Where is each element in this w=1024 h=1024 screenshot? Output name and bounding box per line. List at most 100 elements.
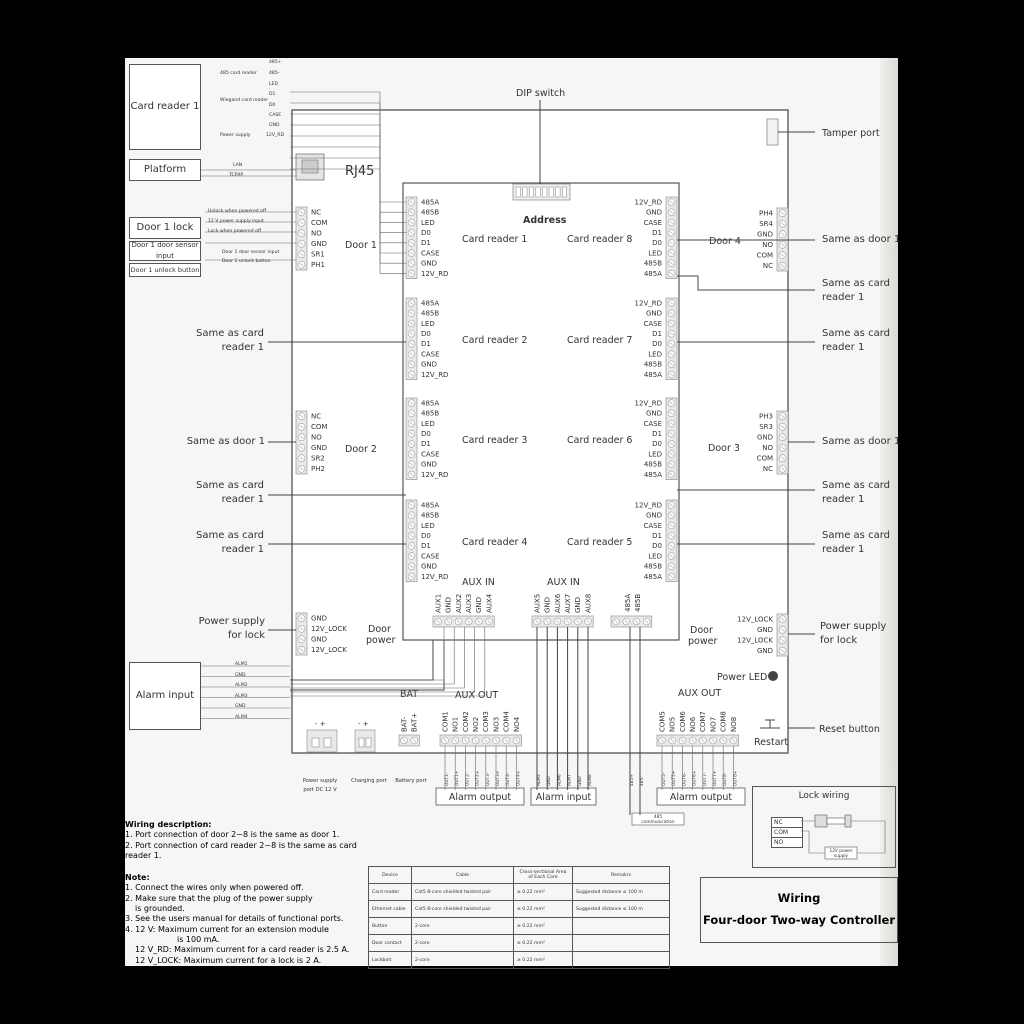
battery-caption: Battery port [395,778,426,784]
wire-label: LED [269,82,278,87]
wires [200,91,815,815]
door-power-left-block[interactable] [295,612,308,656]
note-item: 1. Connect the wires only when powered o… [125,883,304,893]
dip-switch-key[interactable] [555,186,561,198]
rs485-terminal-block[interactable] [610,615,653,628]
same-as-door-label: Same as door 1 [822,234,901,245]
table-cell: ≥ 0.22 mm² [513,900,573,918]
reader-terminal-left-1-block[interactable] [405,196,418,279]
aux-in1-terminal-block[interactable] [432,615,495,628]
aux-out2-terminal-block[interactable] [656,734,739,747]
note-item: 3. See the users manual for details of f… [125,914,344,924]
pin-label: LED [421,420,435,428]
dip-switch-key[interactable] [542,186,548,198]
wire-label: CASE [269,113,282,118]
door1-label: Door 1 [345,240,377,251]
battery-terminal: BAT-BAT+ [398,713,420,747]
wire-label: 485+ [269,60,282,65]
table-header: Remakrs [572,866,670,884]
svg-text:- +: - + [315,720,326,728]
wire-label: GND [269,123,280,128]
pin-label: 485A [421,399,439,407]
dip-switch-key[interactable] [522,186,528,198]
pin-label: NO8 [730,717,738,732]
pin-label: NO [311,434,322,442]
aux-out1-terminal-block[interactable] [439,734,522,747]
door3-terminal-block[interactable] [776,410,789,475]
door1-terminal-block[interactable] [295,206,308,271]
wire-label: Power supply [220,133,251,138]
aux-in2-terminal-block[interactable] [531,615,594,628]
table-cell [572,951,670,969]
reader-terminal-left-4-block[interactable] [405,499,418,582]
door2-terminal-block[interactable] [295,410,308,475]
dip-switch[interactable] [512,183,571,201]
lock-icon [814,814,828,828]
pin-label: SR1 [311,251,325,259]
wire-label: ALM1 [235,662,248,667]
note-item: 4. 12 V: Maximum current for an extensio… [125,924,329,934]
pin-label: AUX5 [533,594,541,613]
card-reader-label: Card reader 5 [567,537,632,548]
pin-label: COM [311,219,327,227]
pin-label: GND [757,626,773,634]
dip-switch-key[interactable] [535,186,541,198]
reader-terminal-right-4-block[interactable] [665,499,678,582]
pin-label: 12V_LOCK [737,616,773,624]
psu-port[interactable] [306,729,338,753]
reader-terminal-left-3-block[interactable] [405,397,418,480]
pin-label: 12V_RD [635,501,662,509]
pin-label: 12V_RD [635,399,662,407]
wiring-description-2: 2. Port connection of card reader 2~8 is… [125,840,357,860]
pin-label: GND [757,434,773,442]
pin-label: COM2 [462,711,470,732]
charging-port[interactable] [354,729,376,753]
dip-switch-key[interactable] [548,186,554,198]
pin-label: D0 [652,542,662,550]
pin-label: 12V_RD [635,198,662,206]
tamper-port[interactable] [766,118,779,146]
reader-terminal-right-2-block[interactable] [665,297,678,380]
pin-label: 485B [634,594,642,612]
door-power-right-block[interactable] [776,613,789,657]
pin-label: LED [421,219,435,227]
pin-label: COM [311,423,327,431]
table-header-row: Device Cable Cross-sectional Area of Eac… [368,866,670,884]
pin-label: D0 [421,229,431,237]
pin-label: CASE [643,522,662,530]
reader-terminal-right-1-block[interactable] [665,196,678,279]
dip-switch-key[interactable] [515,186,521,198]
reader-terminal-right-3-block[interactable] [665,397,678,480]
pin-label: GND [577,775,583,786]
pin-label: 485- [639,776,645,786]
pin-label: PH4 [759,210,773,218]
pin-label: 485B [421,209,439,217]
same-as-card-reader-label: Same as card reader 1 [196,480,264,505]
dip-switch-key[interactable] [561,186,567,198]
pin-label: OUT5- [661,772,667,786]
reader-terminal-left-2-block[interactable] [405,297,418,380]
pin-label: 12V_RD [421,371,448,379]
table-cell: Lockbolt [368,951,412,969]
door2-label: Door 2 [345,444,377,455]
pin-label: ALM7 [567,774,573,786]
pin-label: 485B [644,563,662,571]
pin-label: NO5 [669,717,677,732]
svg-text:- +: - + [358,720,369,728]
battery-terminal-block[interactable] [398,734,420,747]
pin-label: LED [648,450,662,458]
dip-switch-key[interactable] [528,186,534,198]
psu-lock-label: Power supply for lock [820,621,887,646]
alarm-output-label [435,787,525,806]
bat-label: BAT [400,689,418,700]
table-cell: Card reader [368,883,412,901]
